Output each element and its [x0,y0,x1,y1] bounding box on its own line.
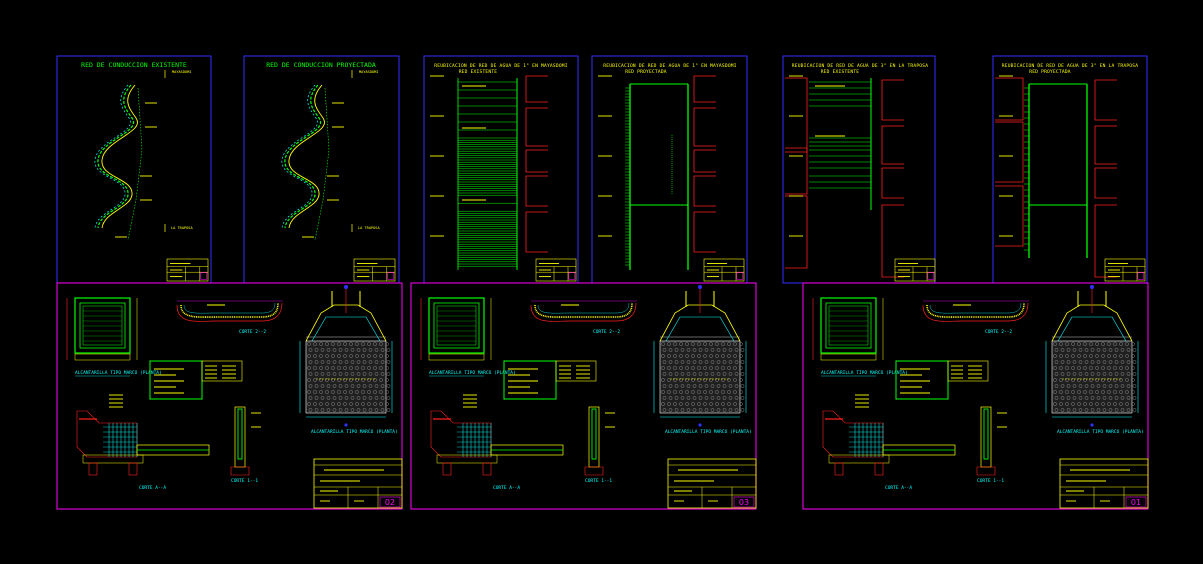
caption-corte-1-1: CORTE 1--1 [231,478,258,484]
title-block [1104,258,1146,282]
water-network [1024,83,1088,258]
level-labels [598,75,612,237]
station-labels [115,102,157,238]
caption-plan: ALCANTARILLA TIPO MARCO (PLANTA) [821,370,908,376]
water-network [625,83,689,270]
caption-corte-1-1: CORTE 1--1 [977,478,1004,484]
section-2-2-view [530,300,637,322]
sheet-title-line-1: REUBICACION DE RED DE AGUA DE 1" EN MAYA… [434,63,567,69]
title-block [1059,458,1149,509]
section-3-3-view [430,394,564,476]
detail-sheet-02[interactable]: ALCANTARILLA TIPO MARCO (PLANTA) CORTE 2-… [56,282,403,510]
caption-gabion-plan: ALCANTARILLA TIPO MARCO (PLANTA) [311,429,398,435]
gabion-mesh-plan [299,285,393,427]
caption-corte-a-a: CORTE A--A [493,485,520,491]
water-network [809,78,872,210]
water-network [457,78,518,270]
lot-outlines [785,77,904,278]
lot-outlines [525,75,548,253]
title-block [703,258,745,282]
sheet-border [410,282,757,510]
sheet-title-line-2: RED EXISTENTE [821,69,860,75]
title-block [353,258,396,282]
sheet-border [802,282,1149,510]
title-block [535,258,577,282]
section-1-1-view [230,406,261,476]
caption-plan: ALCANTARILLA TIPO MARCO (PLANTA) [429,370,516,376]
caption-corte-2-2: CORTE 2--2 [239,329,266,335]
section-2-2-view [922,300,1029,322]
label-mayasdomi: MAYASDOMI [172,70,191,74]
detail-sheet-01[interactable]: ALCANTARILLA TIPO MARCO (PLANTA) CORTE 2-… [802,282,1149,510]
sheet-title-line-2: RED PROYECTADA [1029,69,1071,75]
sheet-reubicacion-1in-existente[interactable]: REUBICACION DE RED DE AGUA DE 1" EN MAYA… [423,55,579,284]
label-la-traposa: LA TRAPOSA [358,226,380,230]
river-channel [94,84,138,229]
culvert-plan-view [420,297,492,361]
station-labels [302,102,344,238]
label-mayasdomi: MAYASDOMI [359,70,378,74]
sheet-title-line-1: REUBICACION DE RED DE AGUA DE 1" EN MAYA… [603,63,736,69]
culvert-plan-view [66,297,138,361]
sheet-title: RED DE CONDUCCION PROYECTADA [266,61,376,69]
section-2-2-view [176,300,283,322]
lot-outlines [995,77,1117,278]
title-block [313,458,403,509]
level-labels [999,75,1013,237]
sheet-title-line-2: RED EXISTENTE [459,69,498,75]
sheet-red-conduccion-existente[interactable]: RED DE CONDUCCION EXISTENTE MAYASDOMI LA … [56,55,212,284]
sheet-reubicacion-3in-proyectada[interactable]: REUBICACION DE RED DE AGUA DE 3" EN LA T… [992,55,1148,284]
sheet-reubicacion-1in-proyectada[interactable]: REUBICACION DE RED DE AGUA DE 1" EN MAYA… [591,55,748,284]
caption-corte-2-2: CORTE 2--2 [985,329,1012,335]
gabion-mesh-plan [653,285,747,427]
caption-corte-a-a: CORTE A--A [139,485,166,491]
sheet-title-line-1: REUBICACION DE RED DE AGUA DE 3" EN LA T… [1002,63,1138,69]
caption-gabion-plan: ALCANTARILLA TIPO MARCO (PLANTA) [1057,429,1144,435]
culvert-plan-view [812,297,884,361]
sheet-number: 02 [385,498,395,507]
level-labels [789,75,803,237]
detail-sheet-03[interactable]: ALCANTARILLA TIPO MARCO (PLANTA) CORTE 2-… [410,282,757,510]
caption-corte-a-a: CORTE A--A [885,485,912,491]
sheet-title-line-1: REUBICACION DE RED DE AGUA DE 3" EN LA T… [792,63,928,69]
lower-detail-sheets-row: ALCANTARILLA TIPO MARCO (PLANTA) CORTE 2-… [56,282,1149,510]
sheet-title-line-2: RED PROYECTADA [625,69,667,75]
section-1-1-view [584,406,615,476]
title-block [894,258,936,282]
caption-corte-2-2: CORTE 2--2 [593,329,620,335]
caption-corte-1-1: CORTE 1--1 [585,478,612,484]
sheet-title: RED DE CONDUCCION EXISTENTE [81,61,187,69]
specification-table [895,360,989,400]
river-channel [281,84,325,229]
lot-outlines [693,75,716,253]
section-3-3-view [76,394,210,476]
specification-table [503,360,597,400]
title-block [667,458,757,509]
gabion-mesh-plan [1045,285,1139,427]
upper-sheets-row: RED DE CONDUCCION EXISTENTE MAYASDOMI LA … [56,55,1148,284]
label-la-traposa: LA TRAPOSA [171,226,193,230]
sheet-border [56,282,403,510]
caption-plan: ALCANTARILLA TIPO MARCO (PLANTA) [75,370,162,376]
section-3-3-view [822,394,956,476]
caption-gabion-plan: ALCANTARILLA TIPO MARCO (PLANTA) [665,429,752,435]
title-block [166,258,209,282]
level-labels [430,75,444,237]
section-1-1-view [976,406,1007,476]
sheet-number: 03 [739,498,749,507]
sheet-number: 01 [1131,498,1141,507]
specification-table [149,360,243,400]
